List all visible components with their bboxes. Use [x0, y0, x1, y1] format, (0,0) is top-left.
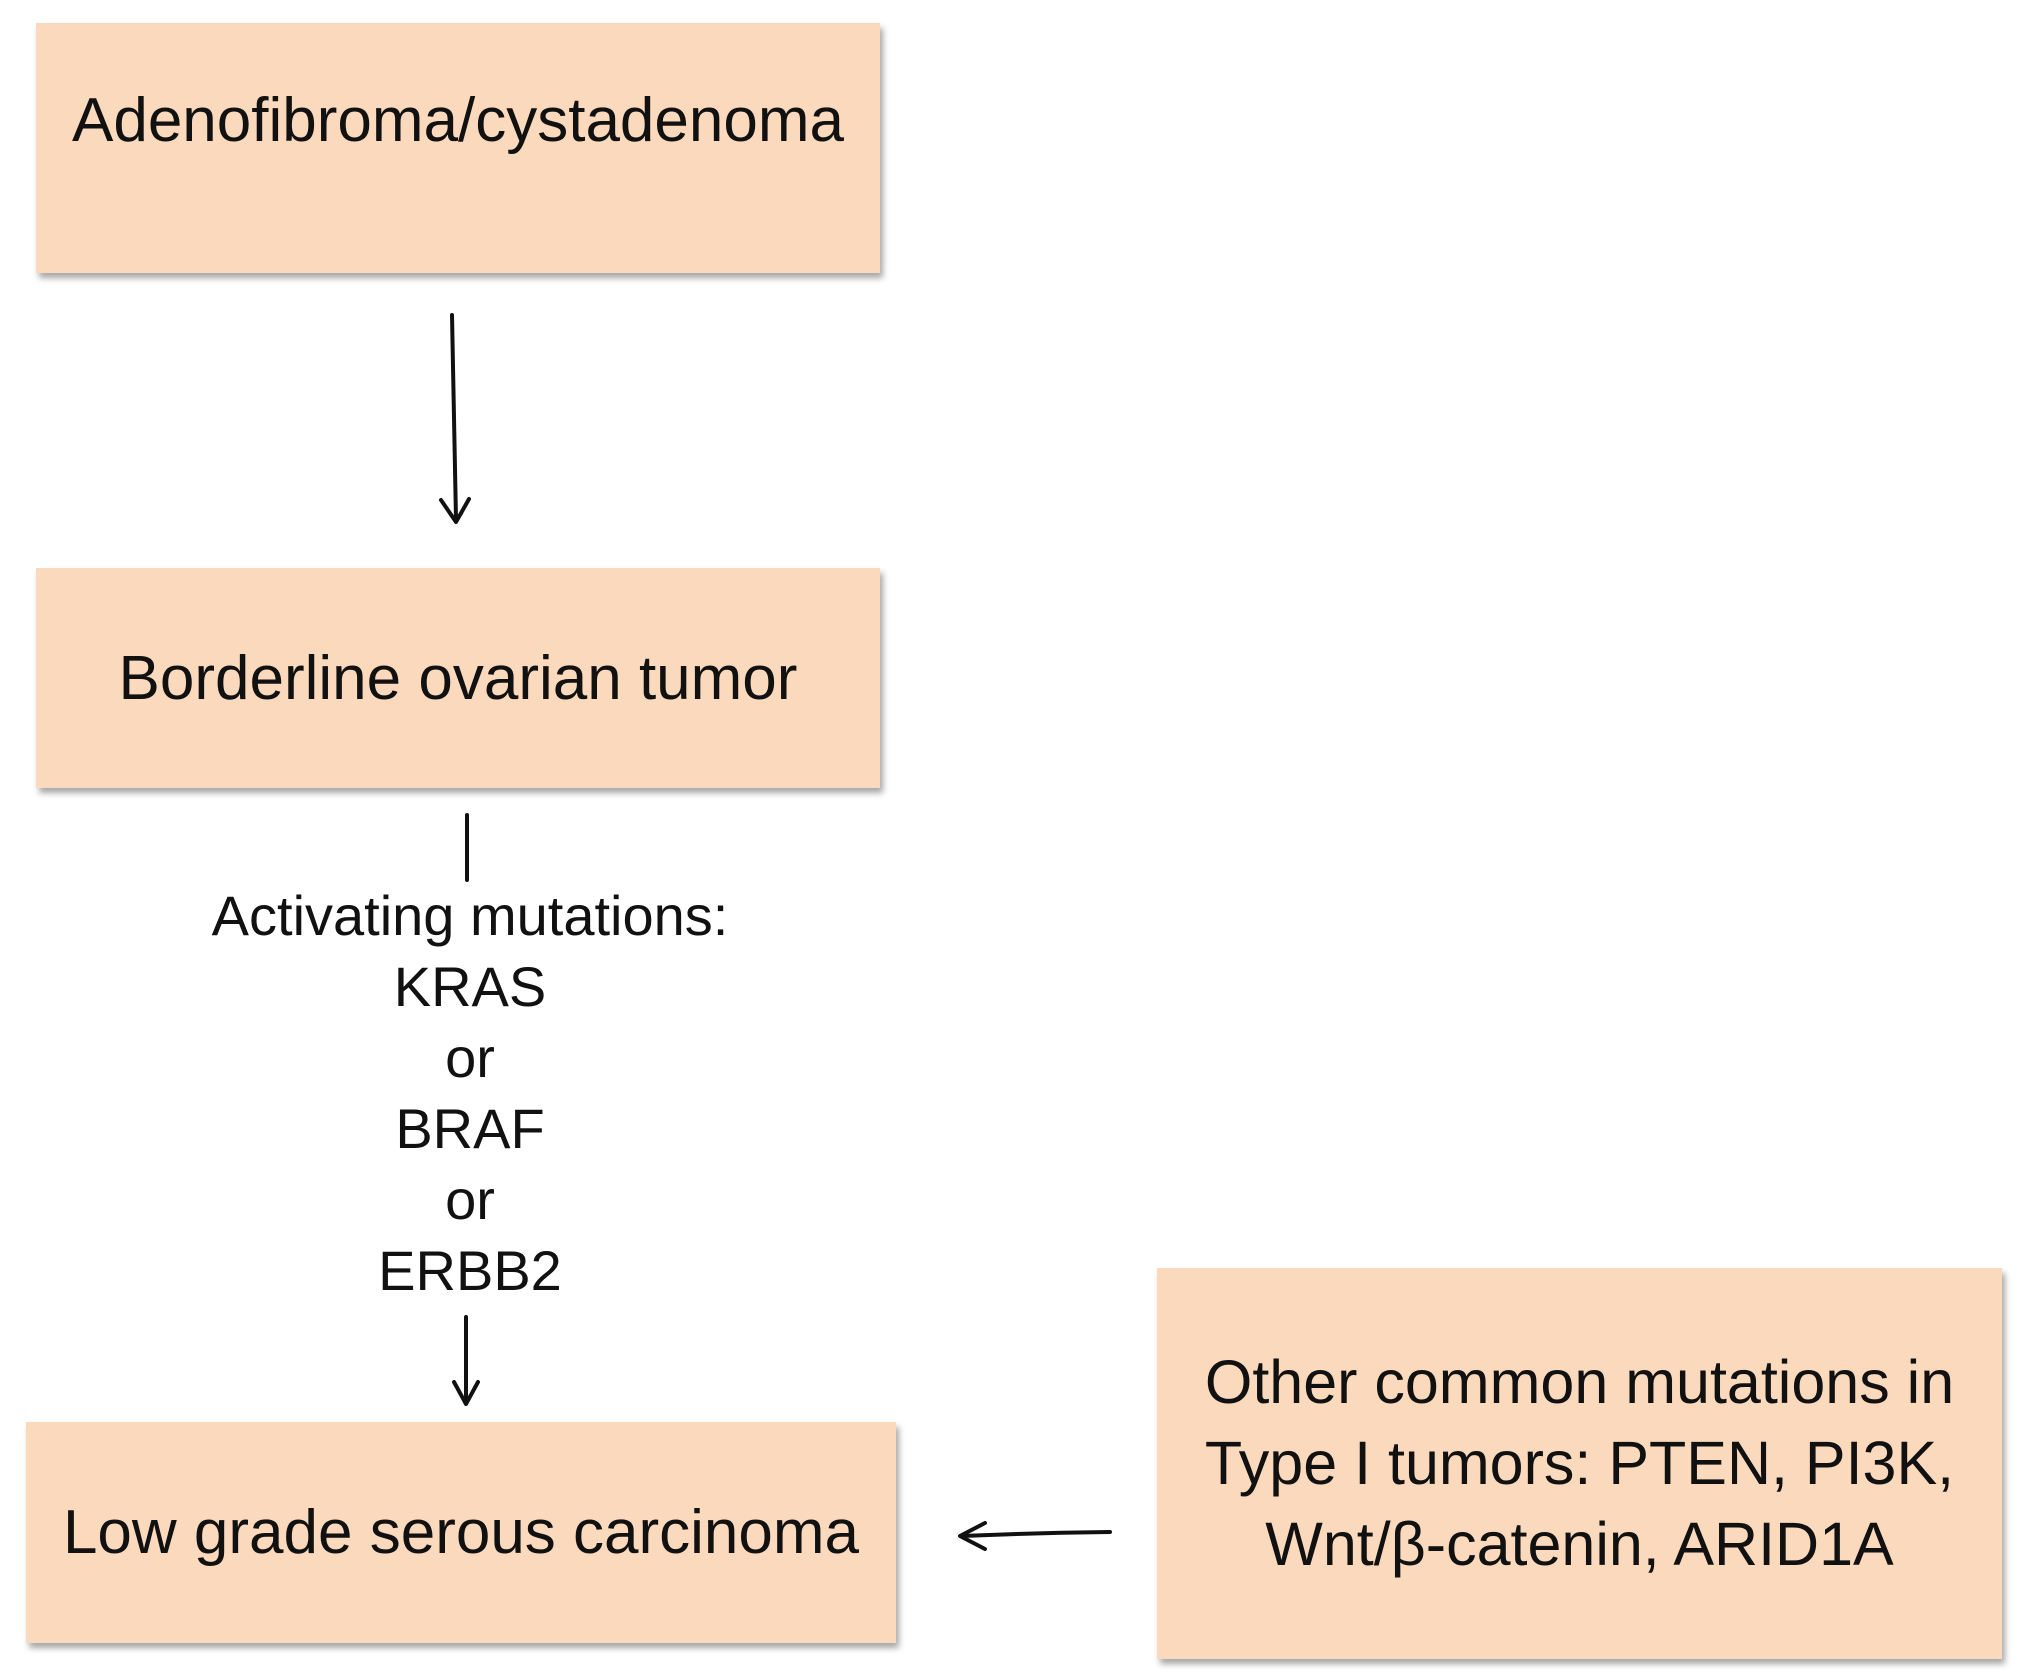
edge-label-line: KRAS: [393, 955, 547, 1018]
node-borderline-ovarian-tumor: Borderline ovarian tumor: [36, 568, 880, 788]
arrow-other-mutations-to-low-grade: [958, 1521, 1112, 1551]
node-low-grade-label: Low grade serous carcinoma: [62, 1498, 860, 1567]
edge-label-line: ERBB2: [378, 1239, 562, 1302]
edge-label-line: or: [445, 1026, 495, 1089]
node-low-grade-serous-carcinoma: Low grade serous carcinoma: [26, 1422, 896, 1643]
edge-label-activating-mutations: Activating mutations: KRAS or BRAF or ER…: [140, 880, 800, 1306]
edge-label-line: Activating mutations:: [211, 884, 729, 947]
node-adenofibroma: Adenofibroma/cystadenoma: [36, 23, 880, 273]
node-other-common-mutations: Other common mutations in Type I tumors:…: [1157, 1268, 2002, 1659]
node-borderline-label: Borderline ovarian tumor: [118, 643, 798, 713]
edge-label-line: BRAF: [395, 1097, 545, 1160]
node-adenofibroma-label: Adenofibroma/cystadenoma: [71, 86, 844, 155]
edge-label-line: or: [445, 1168, 495, 1231]
node-other-mutations-label: Other common mutations in Type I tumors:…: [1204, 1347, 1955, 1579]
arrow-mutations-to-low-grade: [452, 1315, 480, 1406]
arrow-adenofibroma-to-borderline: [439, 313, 471, 524]
